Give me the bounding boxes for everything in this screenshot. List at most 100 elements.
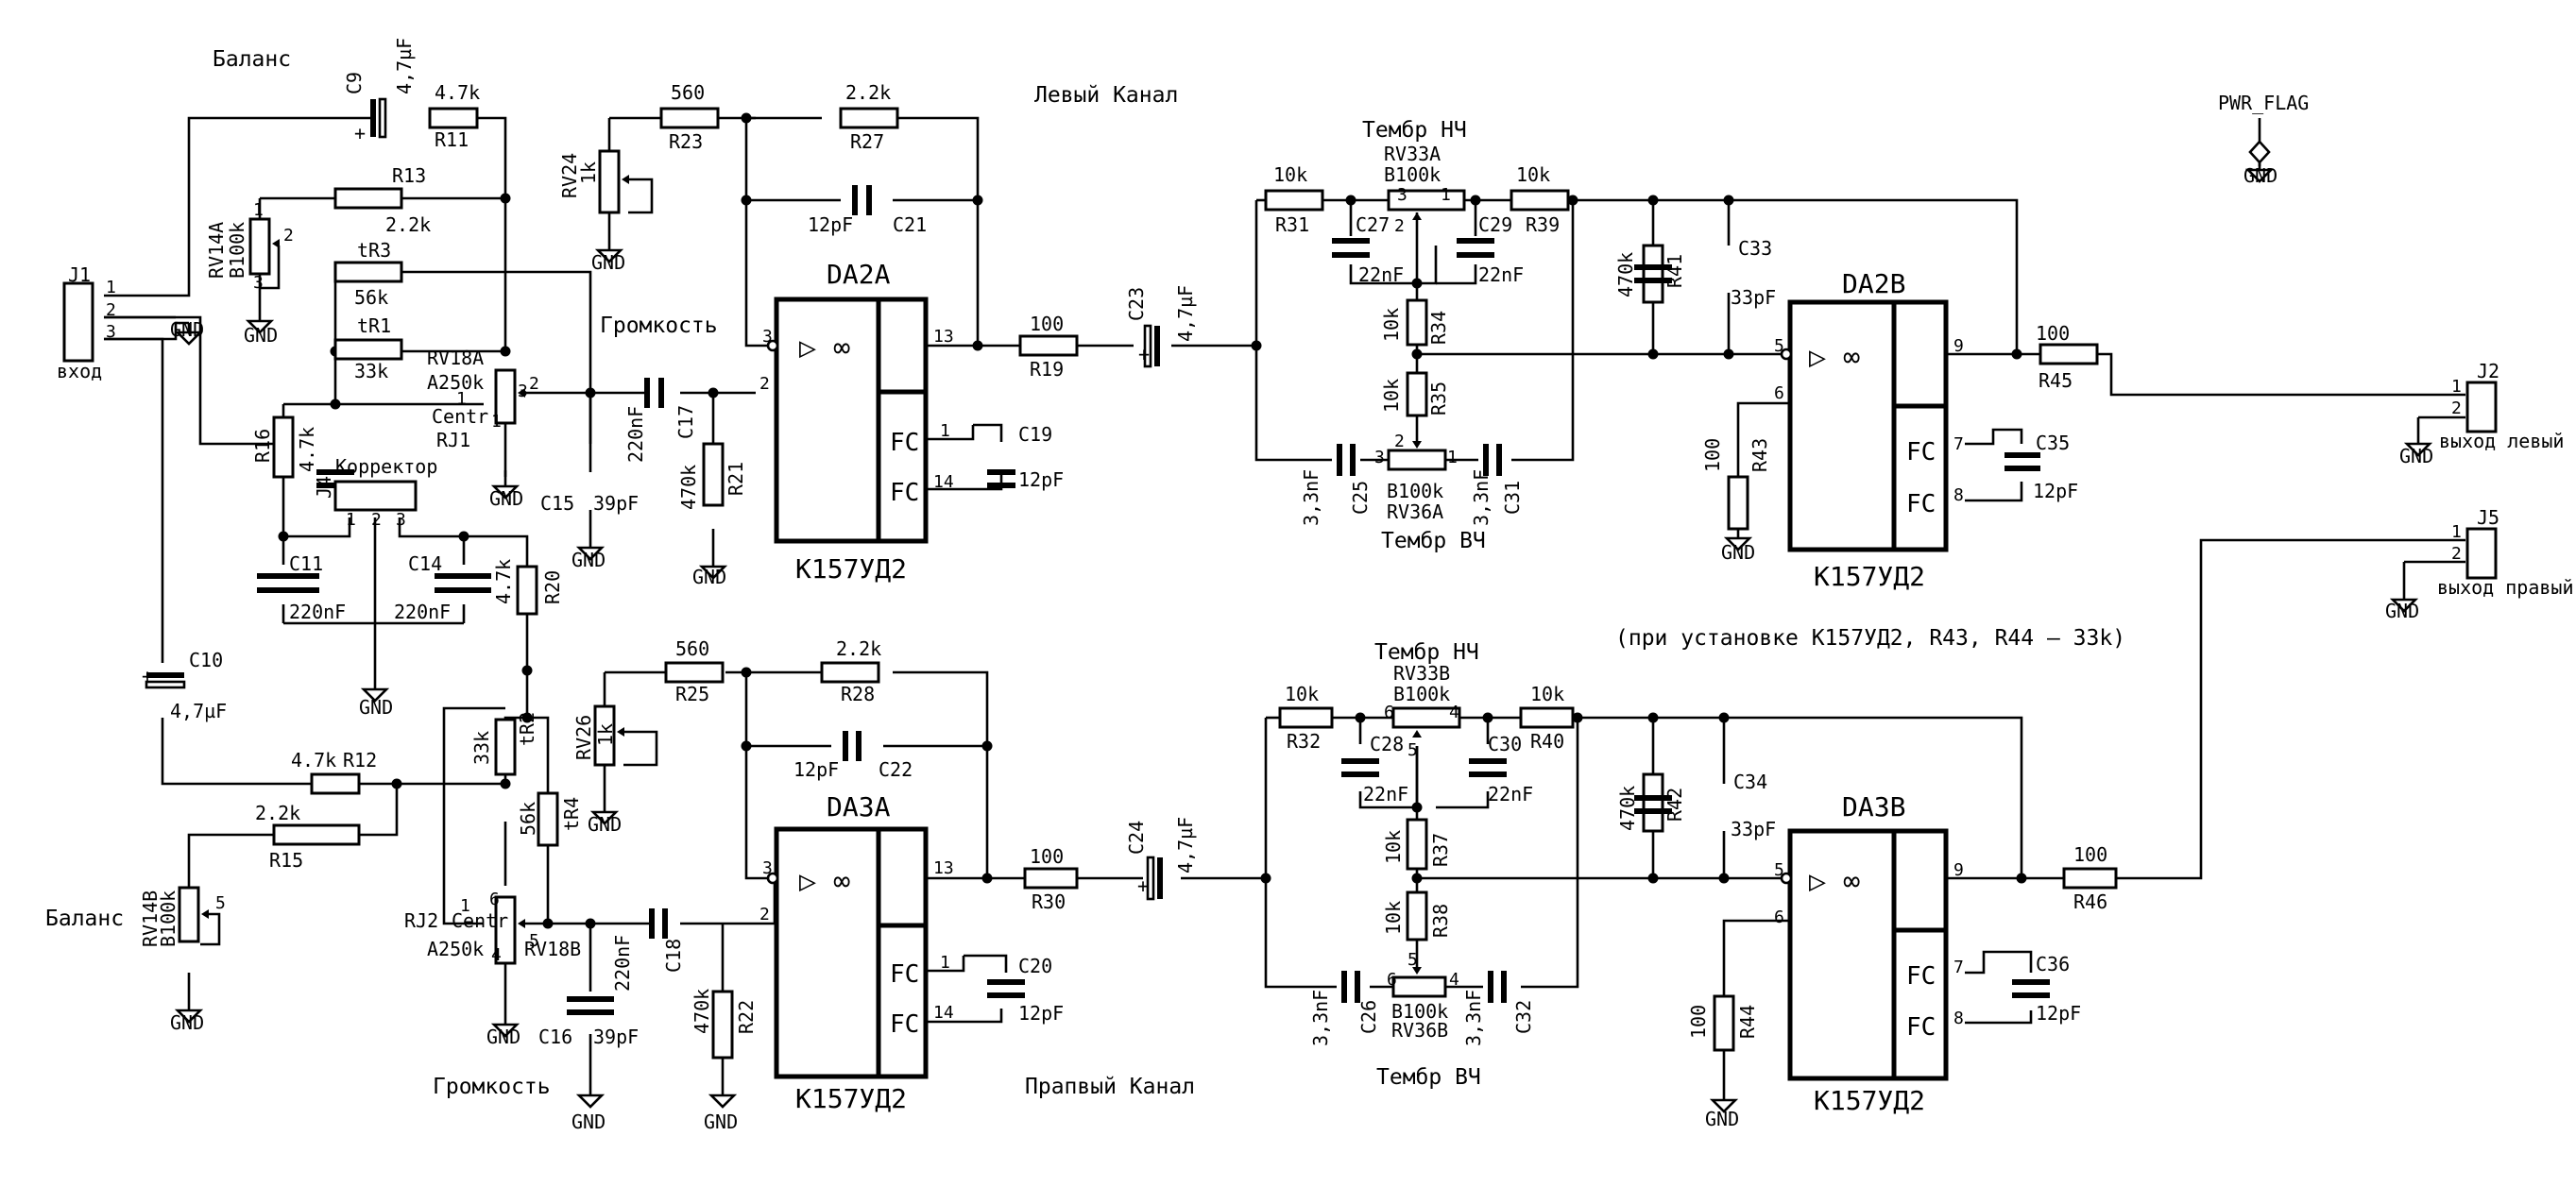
c36-val: 12pF: [2036, 1002, 2081, 1025]
centr-label: Centr: [432, 405, 488, 428]
pin-number: 2: [759, 905, 770, 924]
pin-number: 5: [1774, 336, 1784, 356]
pin-number: 8: [1953, 485, 1964, 505]
left-channel-label: Левый Канал: [1034, 83, 1178, 108]
gnd-icon: [577, 1084, 604, 1109]
pin-number: 7: [1953, 958, 1964, 977]
r46-ref: R46: [2073, 890, 2107, 913]
r32-val: 10k: [1285, 683, 1319, 705]
pin-number: 1: [253, 200, 264, 220]
r13-ref: R13: [392, 164, 426, 187]
component-bodies: [62, 97, 2498, 1081]
c21-ref: C21: [893, 213, 927, 236]
c28-val: 22nF: [1363, 783, 1408, 805]
r20-val: 4.7k: [492, 559, 515, 604]
r13-val: 2.2k: [385, 213, 431, 236]
opamp-symbol-icon: ▷ ∞: [799, 331, 850, 365]
tr4-val: 56k: [517, 802, 539, 836]
da2a-part: К157УД2: [795, 553, 907, 585]
pin-number: 3: [762, 327, 773, 347]
c21-val: 12pF: [808, 213, 853, 236]
opamp-symbol-icon: ▷ ∞: [1809, 865, 1860, 898]
centr-label-b: Centr: [452, 909, 508, 932]
gnd-labels: GND GND GND GND GND GND GND GND GND GND …: [170, 251, 2433, 1133]
gnd-label: GND: [170, 318, 204, 341]
gnd-label: GND: [359, 696, 393, 719]
pin-number: 5: [1407, 740, 1418, 760]
r11-ref: R11: [435, 128, 469, 151]
c33-val: 33pF: [1731, 286, 1776, 309]
c27-val: 22nF: [1358, 263, 1404, 286]
gnd-label: GND: [2243, 164, 2277, 187]
fc-label: FC: [890, 479, 919, 507]
j1-ref: J1: [68, 263, 91, 286]
pin-number: 7: [1953, 434, 1964, 454]
r46-val: 100: [2073, 843, 2107, 866]
r34-val: 10k: [1380, 308, 1403, 342]
pin-number: 5: [215, 893, 226, 913]
c9-val: 4,7µF: [393, 38, 416, 94]
r19-val: 100: [1030, 313, 1064, 335]
opamp-symbol-icon: ▷ ∞: [799, 865, 850, 898]
bass-tone-label-b: Тембр НЧ: [1374, 640, 1479, 665]
c10-ref: C10: [189, 649, 223, 671]
r41-ref: R41: [1663, 254, 1686, 288]
r12-val: 4.7k: [291, 749, 336, 772]
c22-ref: C22: [879, 758, 913, 781]
out-right-label: выход правый: [2437, 576, 2574, 599]
pin-number: 2: [2451, 544, 2462, 564]
gnd-label: GND: [486, 1026, 520, 1048]
corrector-label: Корректор: [335, 455, 437, 478]
fc-label: FC: [1906, 962, 1936, 991]
gnd-label: GND: [571, 549, 606, 571]
r31-val: 10k: [1273, 163, 1307, 186]
r16-ref: R16: [251, 429, 274, 463]
pin-number: 3: [396, 510, 406, 530]
c29-ref: C29: [1478, 213, 1512, 236]
pin-number: 5: [1407, 950, 1418, 970]
gnd-label: GND: [704, 1111, 738, 1133]
r23-val: 560: [671, 81, 705, 104]
title-labels: Баланс Баланс Громкость Громкость Левый …: [45, 47, 2574, 1099]
volume-label-b: Громкость: [433, 1075, 551, 1099]
pin-number: 8: [1953, 1009, 1964, 1028]
c31-ref: C31: [1501, 481, 1524, 515]
c23-ref: C23: [1125, 287, 1148, 321]
pin-number: 2: [1394, 432, 1405, 451]
r30-ref: R30: [1032, 890, 1066, 913]
pin-number: 3: [253, 273, 264, 293]
c18-ref: C18: [662, 939, 685, 973]
c24-val: 4,7µF: [1174, 817, 1197, 873]
r37-val: 10k: [1382, 830, 1405, 864]
pin-number: 6: [1387, 970, 1397, 990]
pwr-flag-icon: [2248, 140, 2271, 164]
r16-val: 4.7k: [296, 427, 318, 472]
gnd-label: GND: [170, 1011, 204, 1034]
pin-number: 6: [489, 890, 500, 909]
c36-ref: C36: [2036, 953, 2070, 975]
pin-number: 2: [529, 374, 539, 394]
r32-ref: R32: [1287, 730, 1321, 753]
rv36a-ref: RV36A: [1387, 500, 1443, 523]
tr1-ref: tR1: [357, 314, 391, 337]
rv36a-val: B100k: [1387, 480, 1443, 502]
c29-val: 22nF: [1478, 263, 1524, 286]
c31-val: 3,3nF: [1470, 469, 1493, 526]
pin-number: 3: [106, 322, 116, 342]
pin-number: 6: [1774, 383, 1784, 403]
r40-ref: R40: [1530, 730, 1564, 753]
r43-val: 100: [1701, 438, 1724, 472]
c30-val: 22nF: [1488, 783, 1533, 805]
c27-ref: C27: [1356, 213, 1390, 236]
da2a-ref: DA2A: [827, 259, 891, 290]
da3a-part: К157УД2: [795, 1083, 907, 1114]
c34-ref: C34: [1733, 771, 1767, 793]
pin-number: 1: [106, 278, 116, 297]
rv14a-ref: RV14A: [205, 222, 228, 279]
c35-ref: C35: [2036, 432, 2070, 454]
wires: [104, 116, 2465, 1091]
pin-number: 3: [1397, 185, 1407, 205]
pin-number: 4: [491, 945, 502, 965]
rv36b-ref: RV36B: [1391, 1019, 1448, 1042]
c9-ref: C9: [343, 72, 366, 94]
